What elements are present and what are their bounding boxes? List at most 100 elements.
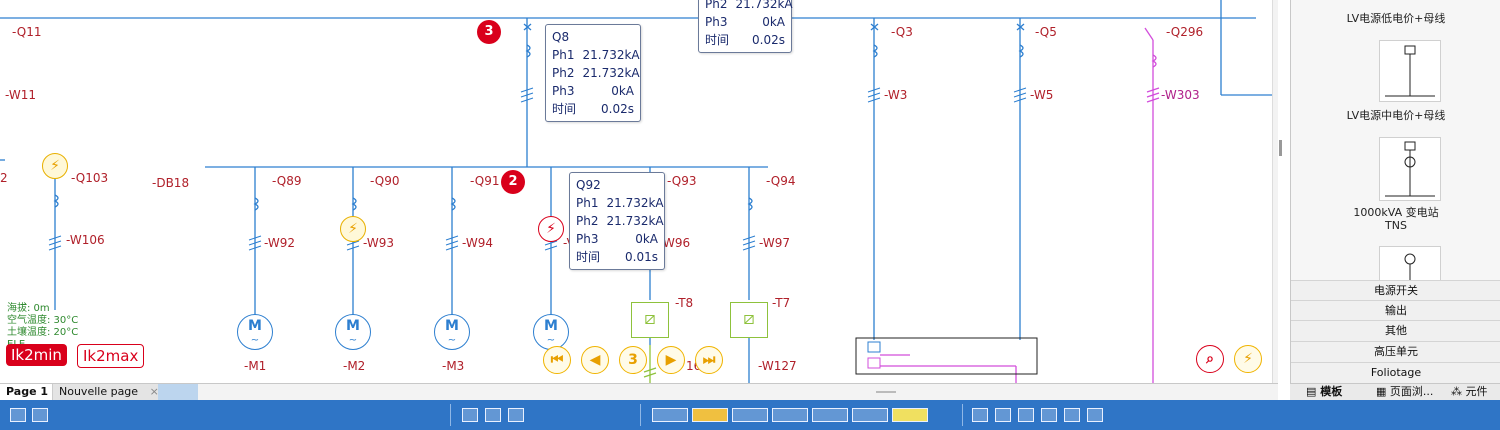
label-w303: -W303 bbox=[1161, 88, 1200, 102]
edit-icon[interactable] bbox=[462, 408, 478, 422]
soil-temp-text: 土壤温度: 20°C bbox=[7, 327, 79, 338]
splitter-handle[interactable] bbox=[1279, 140, 1282, 156]
calc-2-icon[interactable] bbox=[995, 408, 1011, 422]
close-tab-icon[interactable]: × bbox=[149, 385, 159, 398]
motor-glyph: M bbox=[248, 318, 262, 334]
altitude-text: 海拔: 0m bbox=[7, 303, 50, 314]
prev-page-icon[interactable]: ◀ bbox=[581, 346, 609, 374]
label-w3: -W3 bbox=[884, 88, 908, 102]
view-mode-4-icon[interactable] bbox=[772, 408, 808, 422]
ik2max-button[interactable]: Ik2max bbox=[77, 344, 145, 368]
short-circuit-active-icon[interactable]: ⚡ bbox=[538, 216, 564, 242]
motor-m1[interactable]: M~ bbox=[237, 314, 273, 350]
view-mode-7-icon[interactable] bbox=[892, 408, 928, 422]
label-m3: -M3 bbox=[442, 359, 465, 373]
label-frag-2: 2 bbox=[0, 171, 8, 185]
layout-view-icon[interactable] bbox=[32, 408, 48, 422]
label-w106: -W106 bbox=[66, 233, 105, 247]
label-q5: -Q5 bbox=[1035, 25, 1057, 39]
tab-nouvelle-page[interactable]: Nouvelle page × bbox=[52, 384, 165, 400]
calc-1-icon[interactable] bbox=[972, 408, 988, 422]
schematic-canvas[interactable]: -Q11 -W11 2 -Q103 -W106 -DB18 -Q89 -Q90 … bbox=[0, 0, 1278, 383]
status-toolbar bbox=[0, 400, 1500, 430]
motor-wave: ~ bbox=[348, 335, 358, 346]
horizontal-scroll-thumb[interactable] bbox=[876, 391, 896, 393]
template-thumbnail[interactable] bbox=[1379, 137, 1441, 201]
calc-6-icon[interactable] bbox=[1087, 408, 1103, 422]
grid-view-icon[interactable] bbox=[10, 408, 26, 422]
tooltip-title: Q8 bbox=[552, 30, 570, 44]
section-power-switch[interactable]: 电源开关 bbox=[1291, 280, 1500, 301]
template-preview-icon bbox=[1385, 141, 1435, 197]
short-circuit-icon[interactable]: ⚡ bbox=[42, 153, 68, 179]
calc-4-icon[interactable] bbox=[1041, 408, 1057, 422]
label-w92: -W92 bbox=[264, 236, 295, 250]
label-q91: -Q91 bbox=[470, 174, 500, 188]
label-w94: -W94 bbox=[462, 236, 493, 250]
fault-badge-2[interactable]: 2 bbox=[501, 170, 525, 194]
template-panel: LV电源低电价+母线 LV电源中电价+母线 1000kVA 变电站 TNS 电源… bbox=[1290, 0, 1500, 383]
current-page-indicator[interactable]: 3 bbox=[619, 346, 647, 374]
add-page-icon[interactable] bbox=[158, 384, 198, 400]
section-output[interactable]: 输出 bbox=[1291, 300, 1500, 321]
motor-m3[interactable]: M~ bbox=[434, 314, 470, 350]
tab-page-browser[interactable]: ▦ 页面浏... bbox=[1376, 385, 1434, 398]
label-q11: -Q11 bbox=[12, 25, 42, 39]
calc-5-icon[interactable] bbox=[1064, 408, 1080, 422]
view-mode-5-icon[interactable] bbox=[812, 408, 848, 422]
section-foliotage[interactable]: Foliotage bbox=[1291, 362, 1500, 383]
next-page-icon[interactable]: ▶ bbox=[657, 346, 685, 374]
last-page-icon[interactable]: ⏭ bbox=[695, 346, 723, 374]
label-w93: -W93 bbox=[363, 236, 394, 250]
short-circuit-icon[interactable]: ⚡ bbox=[340, 216, 366, 242]
fit-screen-icon[interactable] bbox=[508, 408, 524, 422]
label-w127: -W127 bbox=[758, 359, 797, 373]
tab-templates[interactable]: ▤ 模板 bbox=[1306, 385, 1343, 398]
section-hv-unit[interactable]: 高压单元 bbox=[1291, 341, 1500, 362]
label-w11: -W11 bbox=[5, 88, 36, 102]
view-mode-2-icon[interactable] bbox=[692, 408, 728, 422]
motor-glyph: M bbox=[544, 318, 558, 334]
calc-3-icon[interactable] bbox=[1018, 408, 1034, 422]
tab-label: 模板 bbox=[1320, 385, 1343, 398]
view-mode-6-icon[interactable] bbox=[852, 408, 888, 422]
tab-page-1[interactable]: Page 1 bbox=[0, 384, 55, 400]
toolbar-divider bbox=[450, 404, 451, 426]
short-circuit-calc-icon[interactable]: ⚡ bbox=[1234, 345, 1262, 373]
template-label: 1000kVA 变电站 TNS bbox=[1353, 206, 1439, 232]
label-frag-v: -V bbox=[563, 236, 575, 250]
vertical-scrollbar[interactable] bbox=[1272, 0, 1278, 383]
motor-glyph: M bbox=[445, 318, 459, 334]
fault-badge-3[interactable]: 3 bbox=[477, 20, 501, 44]
zoom-search-icon[interactable]: ⌕ bbox=[1196, 345, 1224, 373]
motor-m4[interactable]: M~ bbox=[533, 314, 569, 350]
tab-components[interactable]: ⁂ 元件 bbox=[1451, 385, 1488, 398]
label-q94: -Q94 bbox=[766, 174, 796, 188]
label-m2: -M2 bbox=[343, 359, 366, 373]
motor-m2[interactable]: M~ bbox=[335, 314, 371, 350]
air-temp-text: 空气温度: 30°C bbox=[7, 315, 79, 326]
location-icon[interactable] bbox=[485, 408, 501, 422]
template-label: LV电源低电价+母线 bbox=[1346, 12, 1446, 25]
label-db18: -DB18 bbox=[152, 176, 190, 190]
template-thumbnail[interactable] bbox=[1379, 246, 1441, 282]
transformer-t8[interactable]: ⧄ bbox=[631, 302, 669, 338]
label-q89: -Q89 bbox=[272, 174, 302, 188]
template-thumbnail[interactable] bbox=[1379, 40, 1441, 102]
template-preview-icon bbox=[1404, 253, 1416, 281]
view-mode-1-icon[interactable] bbox=[652, 408, 688, 422]
ik2min-button[interactable]: Ik2min bbox=[6, 344, 67, 366]
transformer-t7[interactable]: ⧄ bbox=[730, 302, 768, 338]
section-other[interactable]: 其他 bbox=[1291, 320, 1500, 341]
view-mode-3-icon[interactable] bbox=[732, 408, 768, 422]
first-page-icon[interactable]: ⏮ bbox=[543, 346, 571, 374]
